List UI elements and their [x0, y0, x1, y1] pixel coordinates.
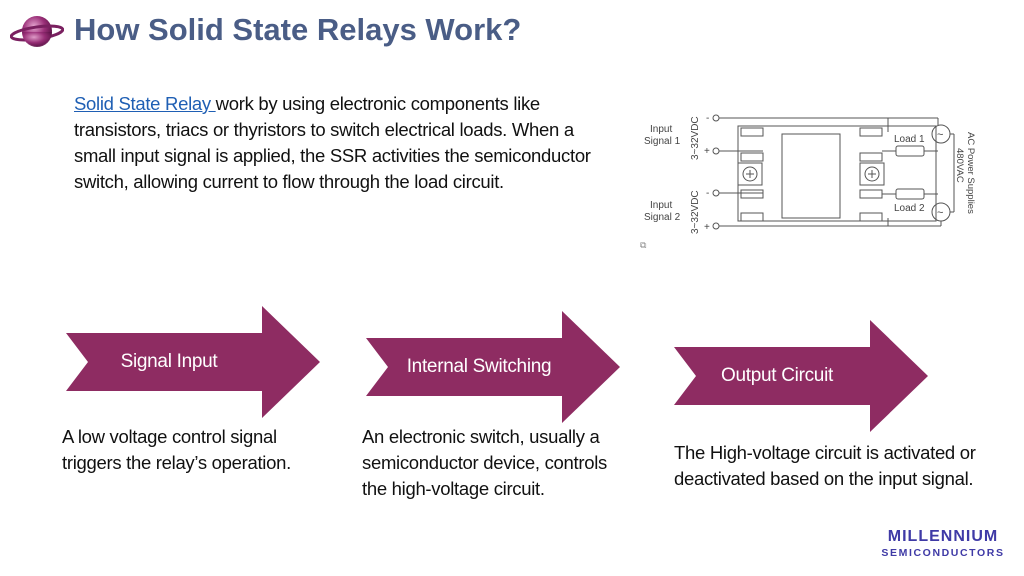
voltage-label-1: 3~32VDC — [690, 116, 701, 160]
page-title: How Solid State Relays Work? — [74, 12, 522, 47]
input-signal-2-label-line1: Input — [650, 200, 672, 211]
plus-terminal-2: + — [704, 222, 710, 233]
load-1-label: Load 1 — [894, 134, 925, 145]
input-signal-2-label-line2: Signal 2 — [644, 212, 681, 223]
load-2-label: Load 2 — [894, 203, 925, 214]
step-label-internal-switching: Internal Switching — [406, 356, 552, 377]
minus-terminal-2: - — [706, 188, 709, 199]
resize-handle-icon: ⧉ — [640, 240, 647, 250]
ac-voltage-label: 480VAC — [954, 148, 965, 183]
ac-supply-label: AC Power Supplies — [965, 132, 976, 214]
step-arrow-signal-input: Signal Input — [66, 306, 322, 418]
ac-source-1-tilde: ~ — [937, 129, 943, 141]
ssr-circuit-diagram: Input Signal 1 Input Signal 2 3~32VDC 3~… — [644, 113, 976, 234]
step-label-output-circuit: Output Circuit — [721, 365, 833, 386]
brand-line-2: SEMICONDUCTORS — [881, 547, 1005, 559]
solid-state-relay-link[interactable]: Solid State Relay — [74, 93, 216, 114]
voltage-label-2: 3~32VDC — [690, 190, 701, 234]
brand-line-1: MILLENNIUM — [887, 528, 999, 545]
minus-terminal-1: - — [706, 113, 709, 124]
step-arrow-output-circuit: Output Circuit — [674, 320, 930, 432]
arrow-shape — [366, 311, 620, 423]
step-description-output-circuit: The High-voltage circuit is activated or… — [674, 442, 976, 489]
arrow-shape — [66, 306, 320, 418]
ac-source-2-tilde: ~ — [937, 207, 943, 219]
step-arrow-internal-switching: Internal Switching — [366, 311, 622, 423]
intro-body: work by using electronic components like… — [74, 93, 591, 192]
input-signal-1-label-line1: Input — [650, 124, 672, 135]
millennium-semiconductors-logo: MILLENNIUM SEMICONDUCTORS — [876, 528, 1010, 559]
input-signal-1-label-line2: Signal 1 — [644, 136, 681, 147]
step-description-internal-switching: An electronic switch, usually a semicond… — [362, 426, 607, 499]
intro-paragraph: Solid State Relay work by using electron… — [74, 91, 594, 195]
step-description-signal-input: A low voltage control signal triggers th… — [62, 426, 291, 473]
step-label-signal-input: Signal Input — [120, 351, 218, 372]
arrow-shape — [674, 320, 928, 432]
planet-logo-icon — [10, 16, 64, 47]
plus-terminal-1: + — [704, 146, 710, 157]
